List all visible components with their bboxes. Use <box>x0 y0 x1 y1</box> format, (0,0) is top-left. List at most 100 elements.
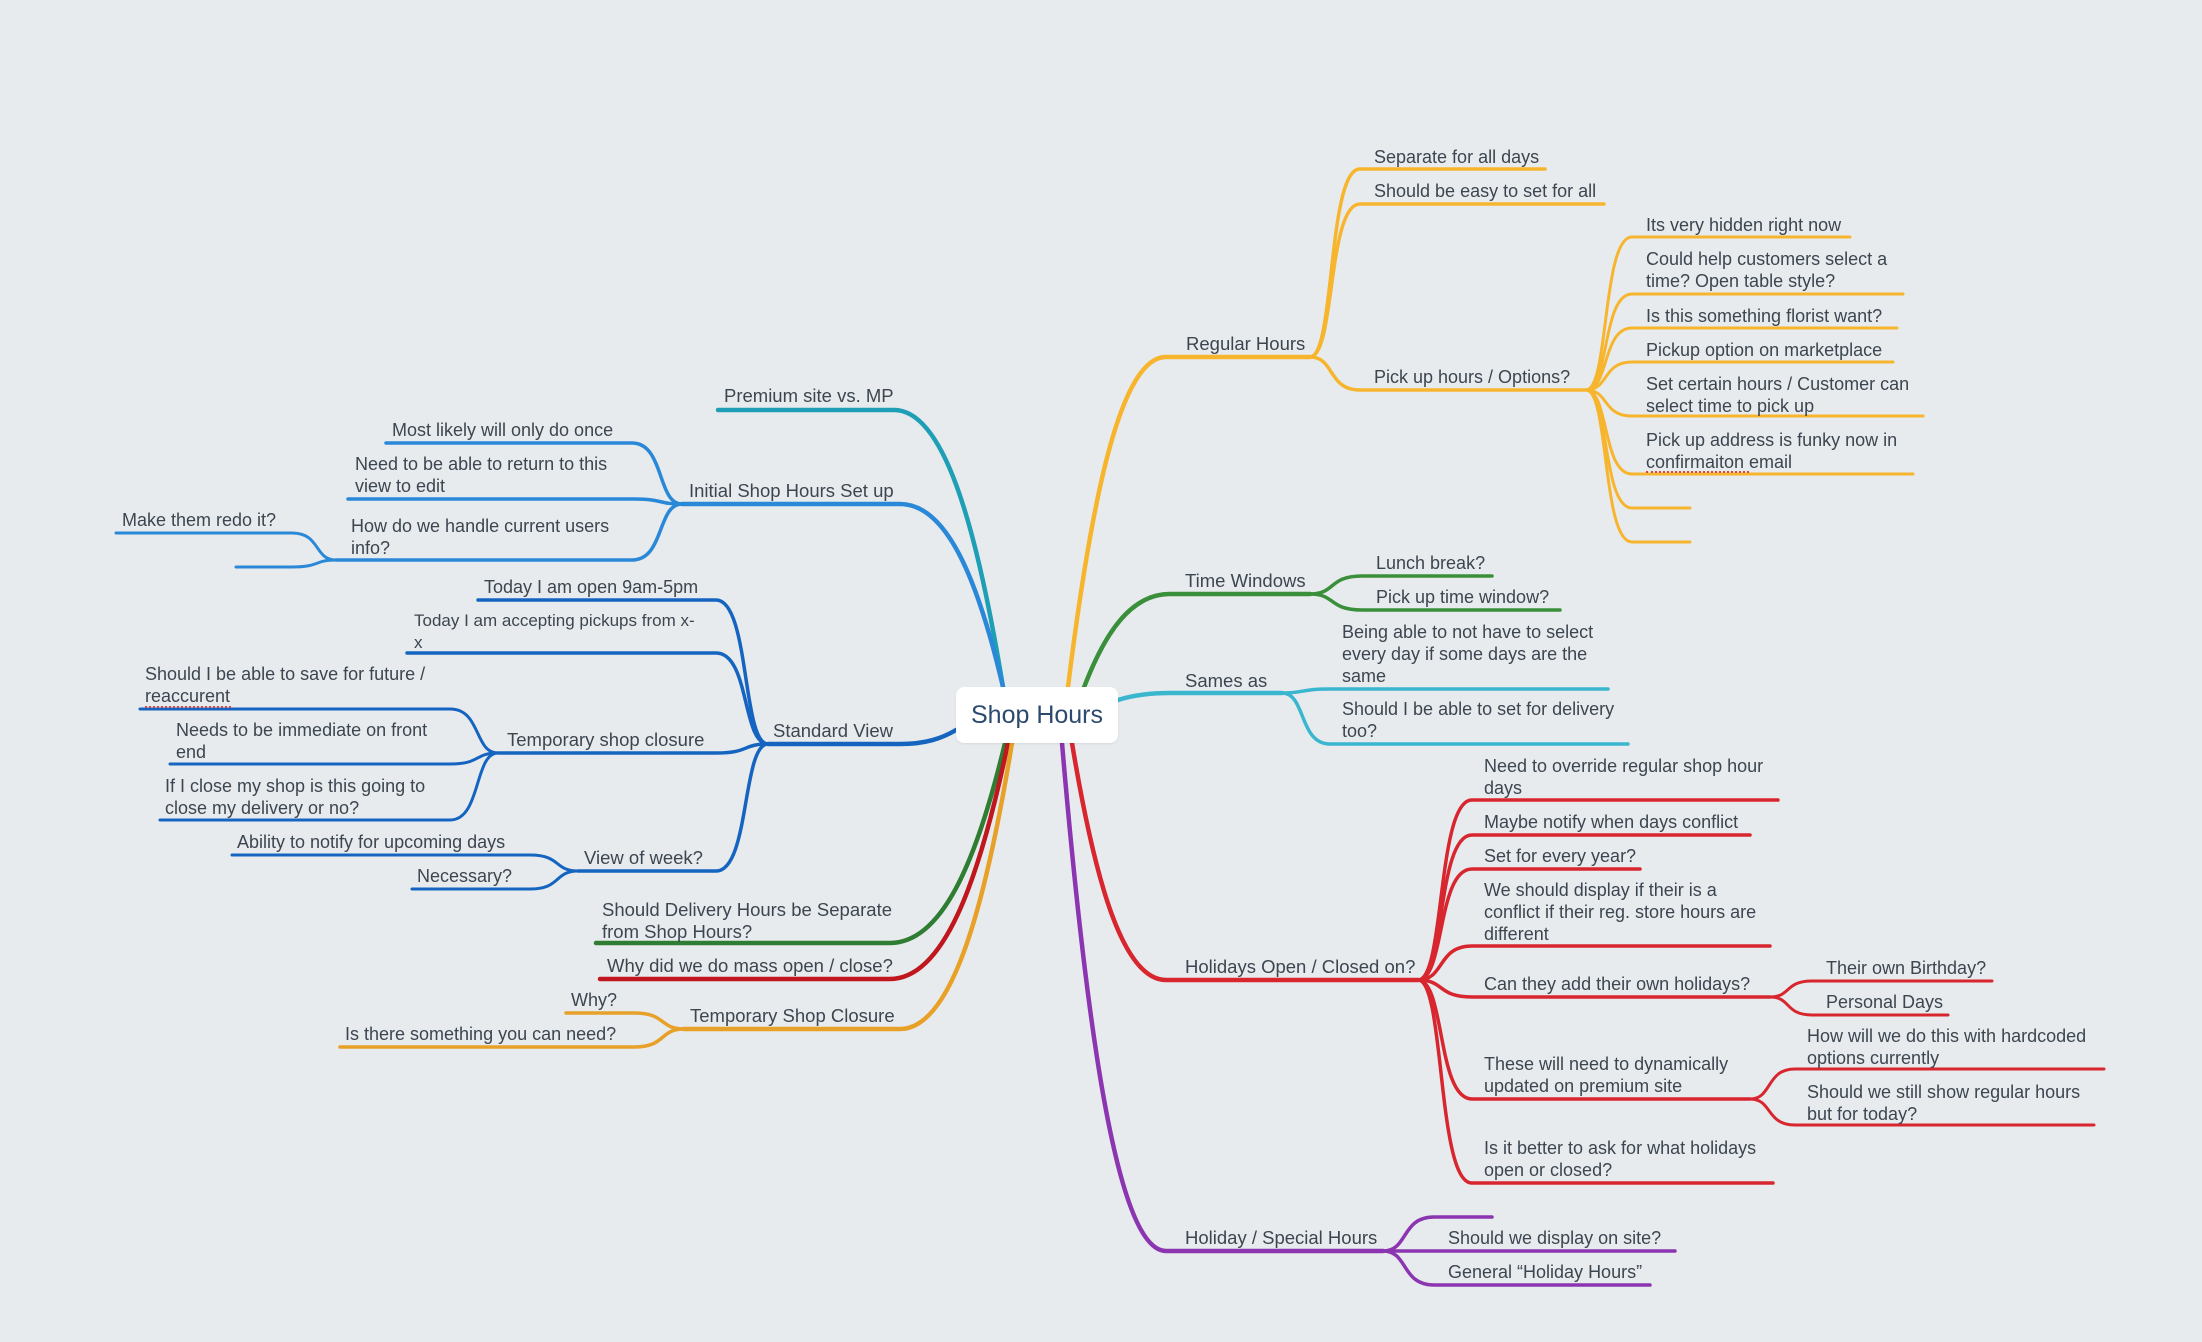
subtopic-lunch-break[interactable]: Lunch break? <box>1376 553 1486 573</box>
main-branch-line <box>1115 690 1285 703</box>
main-branch-line <box>1059 740 1386 1254</box>
subtopic-only-once[interactable]: Most likely will only do once <box>392 420 614 440</box>
subtopic-notify-conflict[interactable]: Maybe notify when days conflict <box>1484 812 1739 832</box>
topic-regular-hours[interactable]: Regular Hours <box>1186 333 1306 354</box>
subtopic-separate-all-days[interactable]: Separate for all days <box>1374 147 1540 167</box>
branch-line <box>114 531 338 562</box>
branch-line <box>168 751 500 766</box>
subtopic-florist-want[interactable]: Is this something florist want? <box>1646 306 1883 326</box>
branch-line <box>1416 867 1642 982</box>
subtopic-pickup-address[interactable]: Pick up address is funky now in confirma… <box>1646 430 1898 472</box>
main-branch-line <box>765 727 959 747</box>
subtopic-immediate[interactable]: Needs to be immediate on front end <box>176 720 428 762</box>
branch-line <box>405 651 770 746</box>
branch-line <box>346 497 684 506</box>
branch-line <box>234 558 338 569</box>
subtopic-dynamic[interactable]: These will need to dynamically updated o… <box>1484 1054 1729 1096</box>
main-branch-line <box>679 501 1006 690</box>
branch-line <box>1416 944 1772 982</box>
subtopic-something-need[interactable]: Is there something you can need? <box>345 1024 617 1044</box>
subtopic-save-future[interactable]: Should I be able to save for future / re… <box>145 664 426 706</box>
subtopic-set-hours[interactable]: Set certain hours / Customer can select … <box>1646 374 1910 416</box>
branch-line <box>384 441 684 506</box>
main-branch-line <box>597 740 1011 982</box>
branch-line <box>1416 978 1775 1185</box>
branch-line <box>1584 388 1925 418</box>
subtopic-redo[interactable]: Make them redo it? <box>122 510 277 530</box>
subtopic-pickup-window[interactable]: Pick up time window? <box>1376 587 1550 607</box>
subtopic-hidden-now[interactable]: Its very hidden right now <box>1646 215 1842 235</box>
subtopic-display-conflict[interactable]: We should display if their is a conflict… <box>1484 880 1757 944</box>
subtopic-close-delivery[interactable]: If I close my shop is this going to clos… <box>165 776 426 818</box>
subtopic-own-birthday[interactable]: Their own Birthday? <box>1826 958 1987 978</box>
topic-delivery-separate[interactable]: Should Delivery Hours be Separate from S… <box>602 899 892 942</box>
subtopic-set-delivery[interactable]: Should I be able to set for delivery too… <box>1342 699 1615 741</box>
subtopic-general-holiday[interactable]: General “Holiday Hours” <box>1448 1262 1643 1282</box>
subtopic-every-year[interactable]: Set for every year? <box>1484 846 1637 866</box>
subtopic-necessary[interactable]: Necessary? <box>417 866 513 886</box>
main-branch-line <box>715 407 1006 690</box>
topic-time-windows[interactable]: Time Windows <box>1185 570 1306 591</box>
branch-line <box>138 707 500 755</box>
branch-line <box>496 742 770 755</box>
topic-standard-view[interactable]: Standard View <box>773 720 893 741</box>
branch-line <box>576 742 770 873</box>
subtopic-why[interactable]: Why? <box>571 990 618 1010</box>
subtopic-accepting[interactable]: Today I am accepting pickups from x- x <box>414 611 695 652</box>
branch-line <box>1584 360 1895 392</box>
branch-line <box>1381 1249 1652 1287</box>
subtopic-pickup-marketplace[interactable]: Pickup option on marketplace <box>1646 340 1883 360</box>
topic-temp-shop-closure[interactable]: Temporary Shop Closure <box>690 1005 895 1026</box>
spellcheck-mark <box>145 703 231 708</box>
subtopic-easy-set-all[interactable]: Should be easy to set for all <box>1374 181 1597 201</box>
branch-line <box>1416 978 1772 999</box>
branch-line <box>1280 691 1630 746</box>
subtopic-open-9-5[interactable]: Today I am open 9am-5pm <box>484 577 699 597</box>
topic-premium-mp[interactable]: Premium site vs. MP <box>724 385 894 406</box>
subtopic-hardcoded[interactable]: How will we do this with hardcoded optio… <box>1807 1026 2087 1068</box>
branch-line <box>1584 388 1692 544</box>
subtopic-not-select[interactable]: Being able to not have to select every d… <box>1342 622 1594 686</box>
main-branch-line <box>593 740 1008 946</box>
main-branch-line <box>1080 591 1313 693</box>
branch-line <box>334 502 684 562</box>
subtopic-view-week[interactable]: View of week? <box>584 847 703 868</box>
subtopic-regular-today[interactable]: Should we still show regular hours but f… <box>1807 1082 2081 1124</box>
subtopic-personal-days[interactable]: Personal Days <box>1826 992 1944 1012</box>
branch-line <box>1280 687 1610 695</box>
subtopic-display-site[interactable]: Should we display on site? <box>1448 1228 1662 1248</box>
subtopic-override[interactable]: Need to override regular shop hour days <box>1484 756 1764 798</box>
topic-holidays[interactable]: Holidays Open / Closed on? <box>1185 956 1416 977</box>
topic-mass-open[interactable]: Why did we do mass open / close? <box>607 955 893 976</box>
spellcheck-mark <box>1646 468 1749 473</box>
subtopic-pickup-hours[interactable]: Pick up hours / Options? <box>1374 367 1571 387</box>
subtopic-better-ask[interactable]: Is it better to ask for what holidays op… <box>1484 1138 1757 1180</box>
branch-line <box>1308 355 1588 392</box>
branch-line <box>1748 1097 2096 1127</box>
subtopic-temp-closure[interactable]: Temporary shop closure <box>507 729 705 750</box>
branch-line <box>338 1027 686 1049</box>
topic-holiday-special[interactable]: Holiday / Special Hours <box>1185 1227 1378 1248</box>
branch-line <box>1308 592 1562 612</box>
branch-line <box>410 869 580 891</box>
central-topic-label: Shop Hours <box>970 700 1104 729</box>
main-branch-line <box>1065 354 1313 690</box>
branch-line <box>1308 202 1606 359</box>
subtopic-own-holidays[interactable]: Can they add their own holidays? <box>1484 974 1751 994</box>
topic-sames-as[interactable]: Sames as <box>1185 670 1268 691</box>
topic-initial-setup[interactable]: Initial Shop Hours Set up <box>689 480 894 501</box>
main-branch-line <box>1069 740 1421 983</box>
branch-line <box>158 751 500 822</box>
subtopic-help-customers[interactable]: Could help customers select a time? Open… <box>1646 249 1888 291</box>
branch-line <box>1748 1067 2106 1101</box>
subtopic-current-users[interactable]: How do we handle current users info? <box>351 516 610 558</box>
central-topic[interactable]: Shop Hours <box>956 687 1118 743</box>
branch-line <box>1584 326 1899 392</box>
branch-line <box>230 853 580 873</box>
main-branch-line <box>681 740 1015 1032</box>
subtopic-return-view[interactable]: Need to be able to return to this view t… <box>355 454 608 496</box>
branch-line <box>1768 995 1950 1017</box>
subtopic-notify-upcoming[interactable]: Ability to notify for upcoming days <box>237 832 506 852</box>
